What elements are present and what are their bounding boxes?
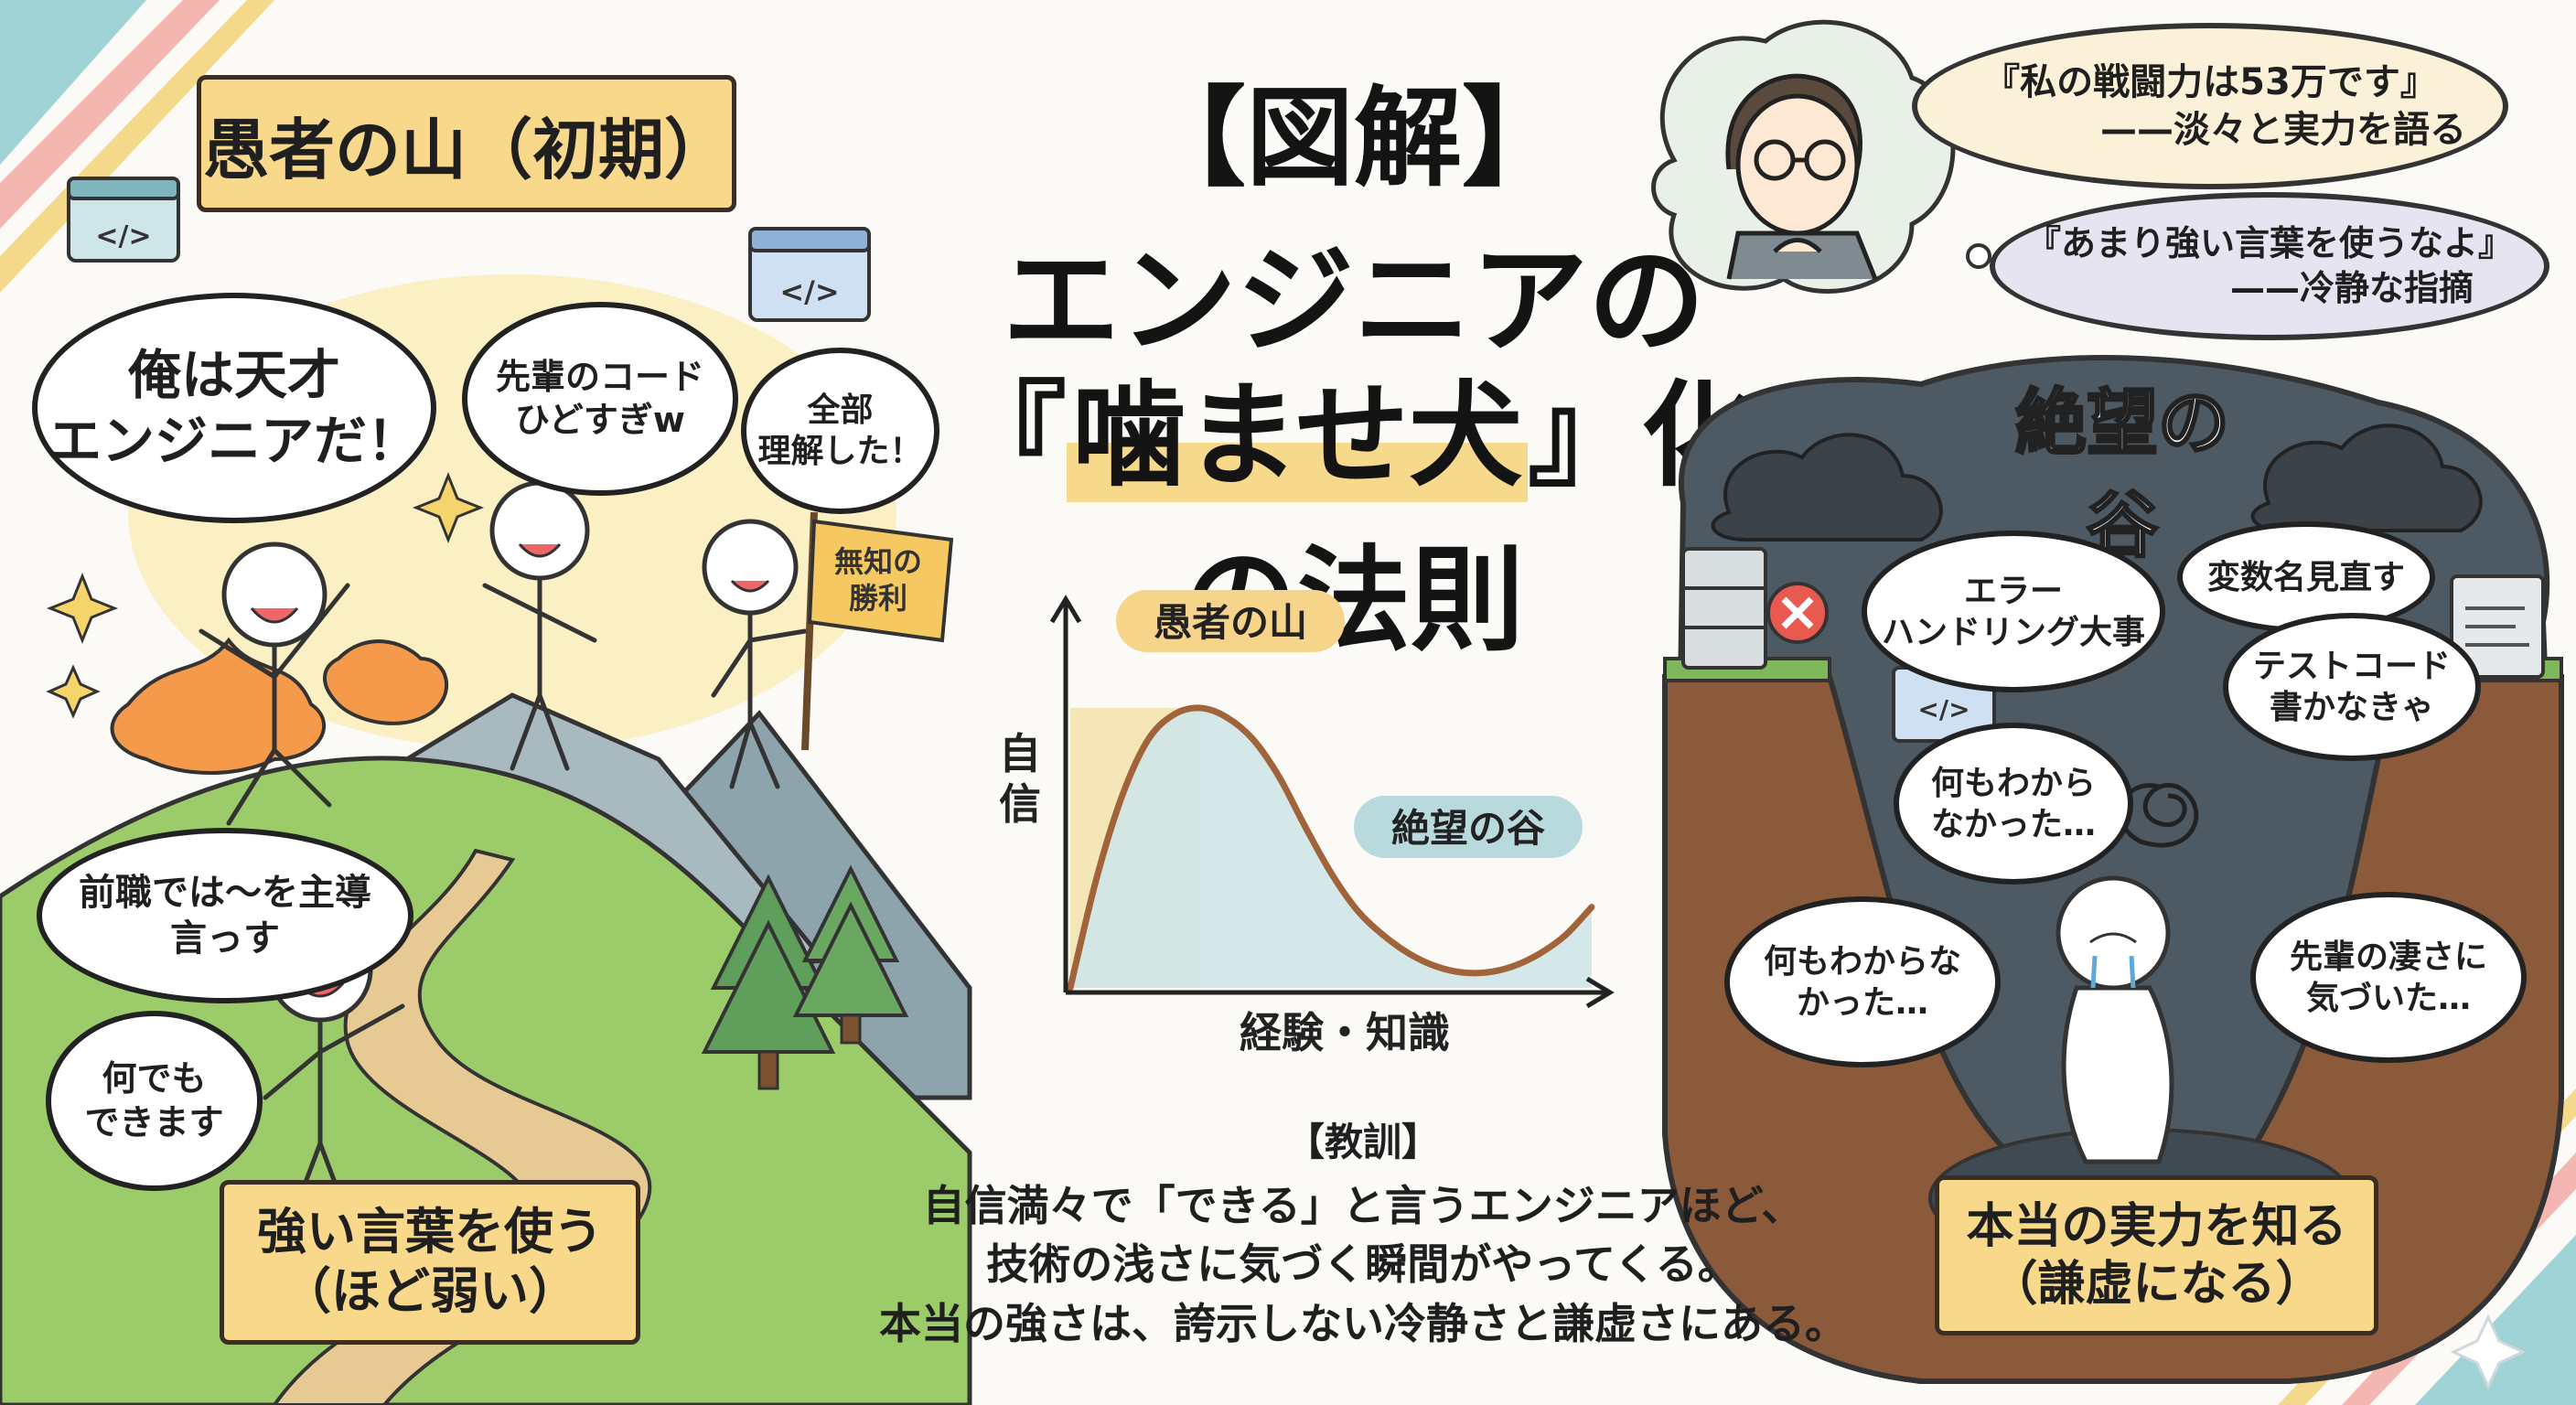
terminal-window-icon	[2450, 574, 2545, 679]
bubble-prev-job: 前職では〜を主導言っす	[37, 828, 413, 1003]
quote-power-level: 『私の戦闘力は53万です』——淡々と実力を語る	[1912, 23, 2508, 189]
title-line-2: エンジニアの	[1002, 233, 1705, 370]
chart-fill-right	[1070, 707, 1592, 988]
svg-text:</>: </>	[1917, 694, 1970, 724]
bubble-knew-nothing-1: 何もわからなかった…	[1894, 723, 2133, 885]
figure-crying	[2055, 875, 2174, 1164]
y-axis-arrow	[1049, 595, 1082, 624]
bubble-knew-nothing-2: 何もわからなかった…	[1724, 896, 2001, 1067]
server-rack-icon	[1681, 547, 1767, 670]
bubble-rename-vars: 変数名見直す	[2177, 521, 2435, 633]
lesson-line-1: 自信満々で「できる」と言うエンジニアほど、	[922, 1181, 1804, 1230]
title-line-3: 『噛ませ犬』化の法則	[952, 370, 1755, 667]
thinker-avatar	[1725, 73, 1878, 280]
chart-curve	[1067, 704, 1595, 992]
corner-stripe-pink-tl	[0, 0, 220, 229]
corner-stripe-teal-br	[2415, 1235, 2576, 1405]
code-window-icon-1: </>	[67, 177, 180, 263]
bubble-error-handling: エラーハンドリング大事	[1862, 531, 2165, 692]
bubble-genius: 俺は天才エンジニアだ！	[32, 293, 436, 523]
corner-stripe-teal-tl	[0, 0, 146, 165]
pine-tree-1	[701, 874, 836, 1090]
bubble-senpai-greatness: 先輩の凄さに気づいた…	[2250, 892, 2527, 1063]
bubble-senpai-code: 先輩のコードひどすぎw	[462, 302, 738, 496]
bubble-anything: 何でもできます	[46, 1011, 263, 1191]
sparkle-icon	[412, 471, 485, 544]
code-window-icon-2: </>	[748, 227, 871, 322]
annotation-valley: 絶望の谷	[1354, 796, 1583, 858]
x-axis-label: 経験・知識	[1240, 1008, 1450, 1057]
flag-text-1: 無知の	[834, 544, 922, 579]
lesson-line-2: 技術の浅さに気づく瞬間がやってくる。	[986, 1239, 1740, 1290]
valley-header: 絶望の谷	[2013, 381, 2230, 569]
lesson-block: 【教訓】 自信満々で「できる」と言うエンジニアほど、 技術の浅さに気づく瞬間がや…	[768, 1111, 1958, 1353]
svg-text:愚者の山: 愚者の山	[1154, 600, 1307, 645]
thought-dot	[1966, 243, 1991, 269]
pine-tree-2	[792, 864, 909, 1045]
flag	[807, 519, 954, 643]
valley-footer: 本当の実力を知る（謙虚になる）	[1935, 1175, 2378, 1335]
thinker-scene	[1651, 19, 1991, 294]
sparkle-icon	[46, 572, 119, 645]
bubble-write-tests: テストコード書かなきゃ	[2223, 613, 2481, 761]
svg-text:</>: </>	[779, 274, 839, 309]
svg-text:</>: </>	[95, 220, 151, 252]
title-line-1: 【図解】	[1137, 75, 1570, 201]
sparkle-icon	[46, 664, 101, 719]
mount-stupid-header: 愚者の山（初期）	[197, 75, 736, 212]
lesson-line-3: 本当の強さは、誇示しない冷静さと謙虚さにある。	[879, 1298, 1847, 1348]
x-axis-arrow	[1585, 976, 1615, 1009]
figure-genius	[199, 542, 350, 826]
annotation-peak: 愚者の山	[1116, 590, 1345, 652]
quote-strong-words: 『あまり強い言葉を使うなよ』——冷静な指摘	[1990, 192, 2549, 340]
title-highlight: 噛ませ犬	[1066, 370, 1529, 502]
bubble-understood: 全部理解した！	[741, 348, 939, 514]
svg-text:絶望の谷: 絶望の谷	[1391, 806, 1545, 851]
sparkle-icon	[2450, 1314, 2527, 1390]
flag-text-2: 勝利	[849, 581, 907, 616]
explosion-right	[323, 639, 448, 725]
y-axis-label-char-2: 信	[999, 779, 1041, 829]
y-axis-label-char-1: 自	[999, 729, 1041, 778]
dunning-kruger-chart: 自 信 経験・知識 愚者の山 絶望の谷	[999, 590, 1615, 1057]
mount-stupid-footer: 強い言葉を使う（ほど弱い）	[220, 1180, 640, 1345]
error-icon	[1766, 582, 1829, 644]
lesson-heading: 【教訓】	[1285, 1120, 1440, 1164]
storm-cloud-1	[1711, 433, 1943, 542]
figure-understood	[702, 519, 808, 789]
